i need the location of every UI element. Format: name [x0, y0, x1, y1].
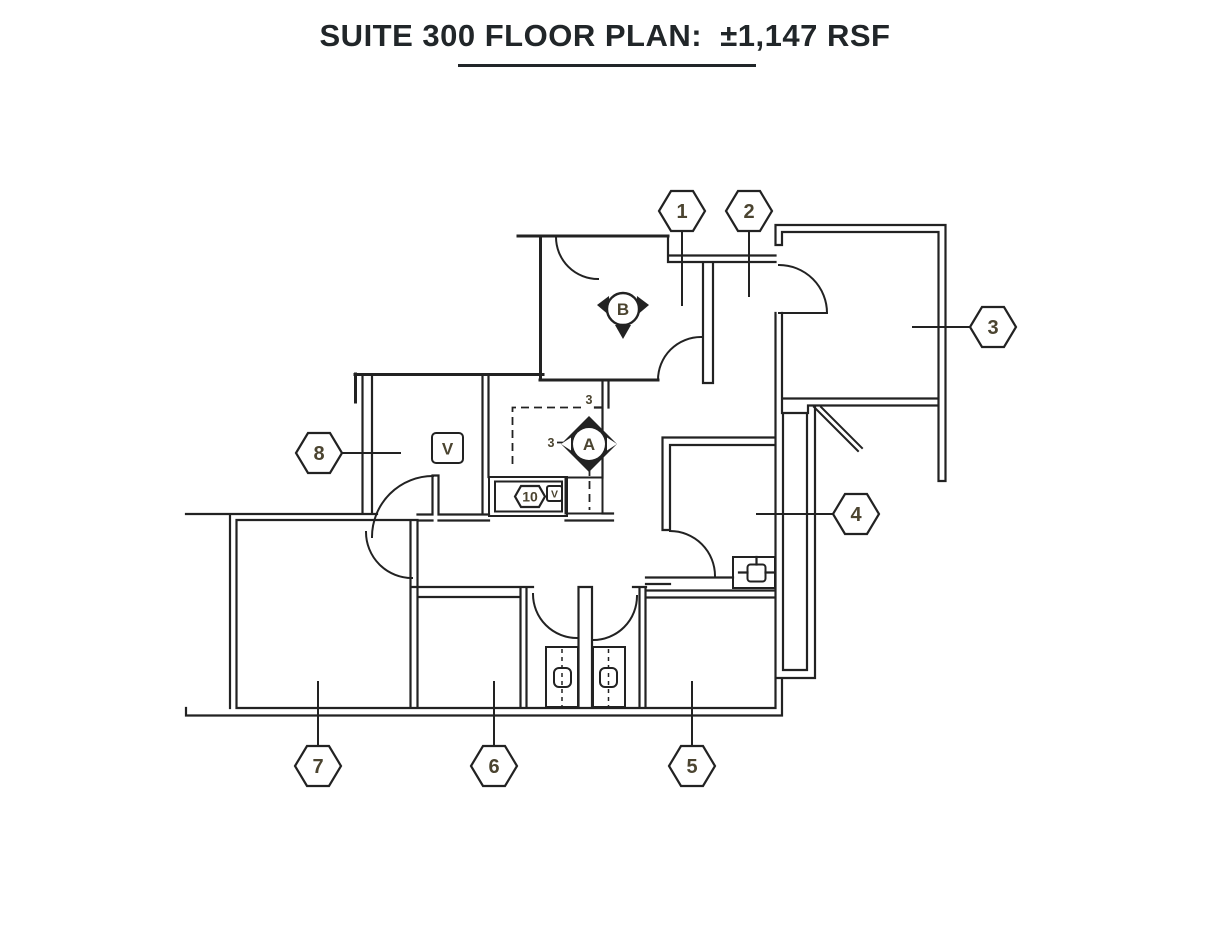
note-box-outline [546, 485, 563, 502]
title-underline [458, 64, 756, 67]
keynote-hex-5: 5 [667, 744, 717, 788]
casework-outline [488, 476, 568, 517]
note-v-small-box: V [546, 485, 563, 502]
marker-circle [605, 291, 641, 327]
keynote-label: 1 [676, 201, 687, 223]
detail-label: A [583, 435, 595, 454]
dash-note-top: 3 [586, 393, 593, 407]
hexagon-icon [293, 744, 343, 788]
door-swings [364, 235, 864, 642]
marker-circle [573, 428, 605, 460]
note-v-box: V [431, 432, 464, 464]
hexagon-icon [469, 744, 519, 788]
note-label: V [551, 488, 558, 500]
toilet-right [592, 646, 626, 708]
walls-thick [353, 234, 670, 404]
keynote-hex-1: 1 [657, 189, 707, 233]
hexagon-icon [657, 189, 707, 233]
keynote-label: 4 [850, 504, 862, 526]
hexagon-icon [513, 484, 547, 509]
detail-marker-a: A [561, 416, 617, 472]
keynote-hex-3: 3 [968, 305, 1018, 349]
keynote-label: 3 [987, 317, 998, 339]
sink-counter [732, 556, 776, 589]
keynote-label: 8 [313, 443, 324, 465]
keynote-label: 7 [312, 756, 323, 778]
note-label: V [442, 440, 454, 459]
note-label: 10 [522, 489, 538, 505]
keynote-label: 6 [488, 756, 499, 778]
toilet-centerlines [561, 649, 610, 706]
detail-marker-b: B [597, 291, 649, 339]
note-box-outline [431, 432, 464, 464]
keynote-hex-8: 8 [294, 431, 344, 475]
keynote-hex-7: 7 [293, 744, 343, 788]
detail-label: B [617, 300, 629, 319]
keynote-label: 2 [743, 201, 754, 223]
niche-outline [564, 476, 604, 515]
hexagon-icon [968, 305, 1018, 349]
hexagon-icon [831, 492, 881, 536]
dash-note-left: 3 [548, 436, 555, 450]
keynote-leaders [317, 230, 971, 747]
note-10-hex: 10 [513, 484, 547, 509]
hexagon-icon [724, 189, 774, 233]
hexagon-icon [667, 744, 717, 788]
keynote-hex-6: 6 [469, 744, 519, 788]
page-title: SUITE 300 FLOOR PLAN: ±1,147 RSF [319, 18, 891, 53]
notch-right [607, 437, 617, 451]
pointer-down [615, 325, 631, 339]
keynote-hex-4: 4 [831, 492, 881, 536]
keynote-hex-2: 2 [724, 189, 774, 233]
keynote-label: 5 [686, 756, 697, 778]
walls-main [184, 223, 947, 717]
notch-left [561, 437, 571, 451]
sink-basin [746, 563, 767, 583]
toilet-left [545, 646, 579, 708]
hexagon-icon [294, 431, 344, 475]
